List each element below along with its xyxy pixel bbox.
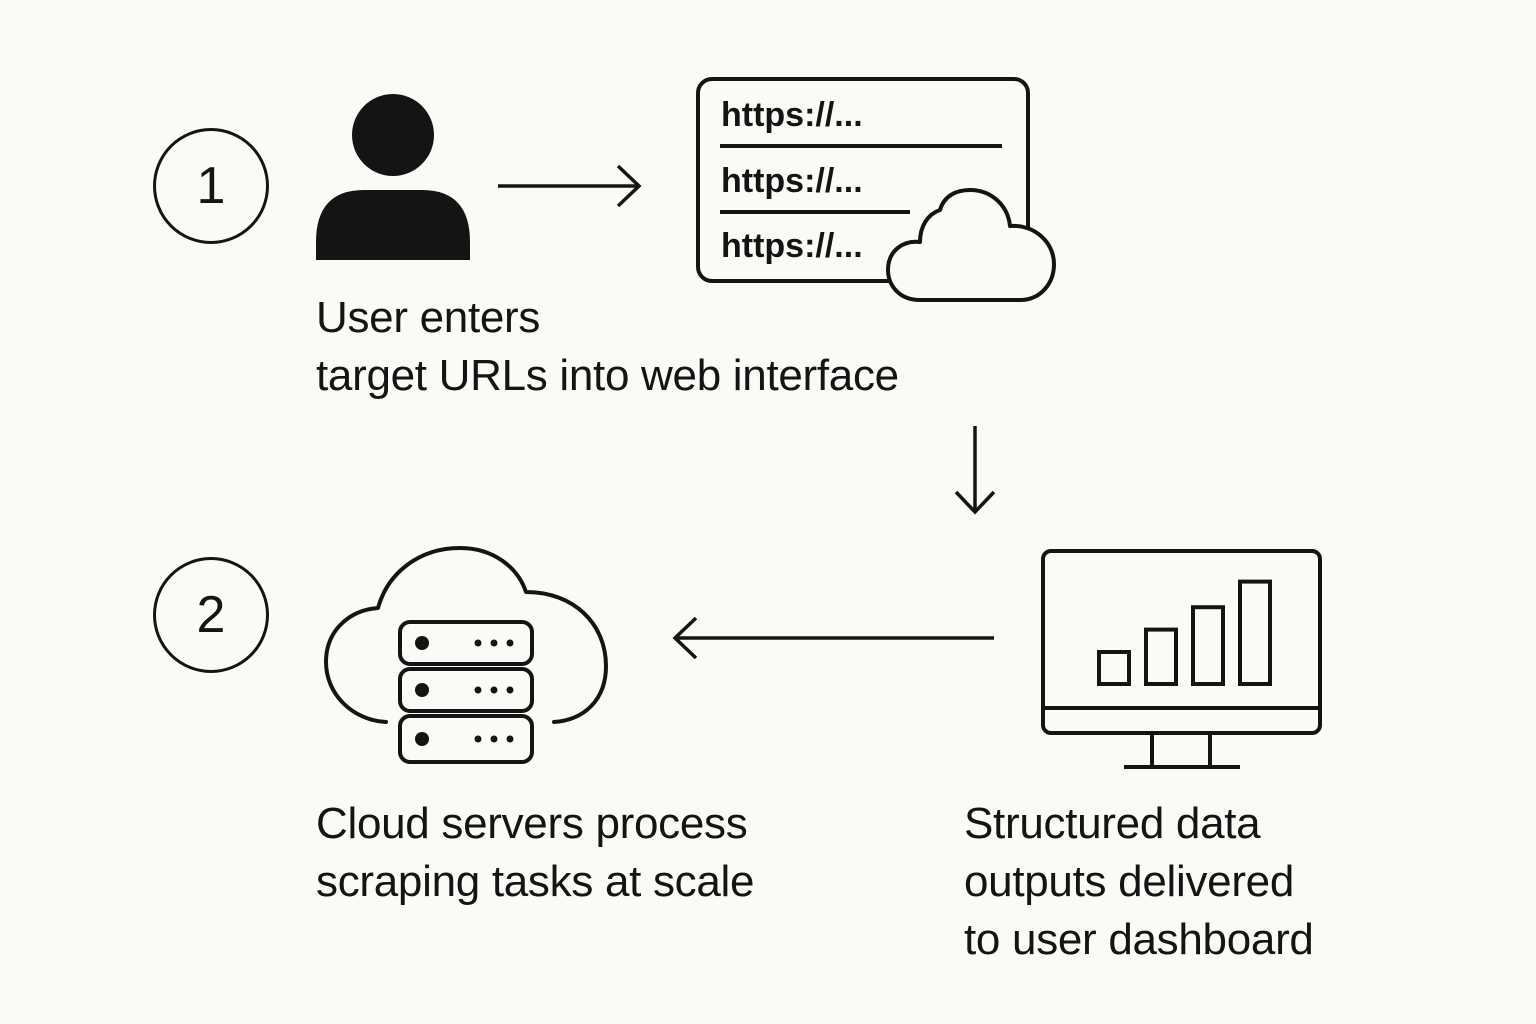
step-1-number: 1 — [196, 157, 226, 215]
url-row-1: https://... — [721, 96, 863, 134]
step-2-number: 2 — [196, 586, 226, 644]
cloud-server-icon — [324, 546, 608, 764]
dashboard-caption-line-3: to user dashboard — [964, 915, 1314, 964]
step-2-caption-line-2: scraping tasks at scale — [316, 857, 755, 906]
monitor-bar-1 — [1097, 650, 1131, 686]
step-2-caption-line-1: Cloud servers process — [316, 799, 748, 848]
arrow-left-icon — [672, 616, 994, 660]
arrow-right-icon — [498, 164, 642, 208]
user-icon — [316, 94, 470, 260]
step-1-number-badge: 1 — [153, 128, 269, 244]
dashboard-caption-line-1: Structured data — [964, 799, 1261, 848]
dashboard-caption: Structured data outputs delivered to use… — [964, 795, 1314, 969]
dashboard-caption-line-2: outputs delivered — [964, 857, 1295, 906]
url-row-3: https://... — [721, 227, 863, 265]
monitor-bar-4 — [1238, 579, 1272, 686]
cloud-icon — [886, 188, 1056, 302]
step-1-caption-line-1: User enters — [316, 293, 541, 342]
step-1-caption-line-2: target URLs into web interface — [316, 351, 899, 400]
url-list-window-icon — [696, 77, 1030, 283]
monitor-bar-3 — [1191, 605, 1225, 687]
step-2-caption: Cloud servers process scraping tasks at … — [316, 795, 755, 911]
step-2-number-badge: 2 — [153, 557, 269, 673]
monitor-chart-icon — [1041, 549, 1322, 769]
monitor-bar-2 — [1144, 627, 1178, 686]
monitor-bar-group — [1097, 579, 1272, 687]
step-1-caption: User enters target URLs into web interfa… — [316, 289, 899, 405]
arrow-down-icon — [954, 426, 996, 515]
url-row-2: https://... — [721, 162, 863, 200]
